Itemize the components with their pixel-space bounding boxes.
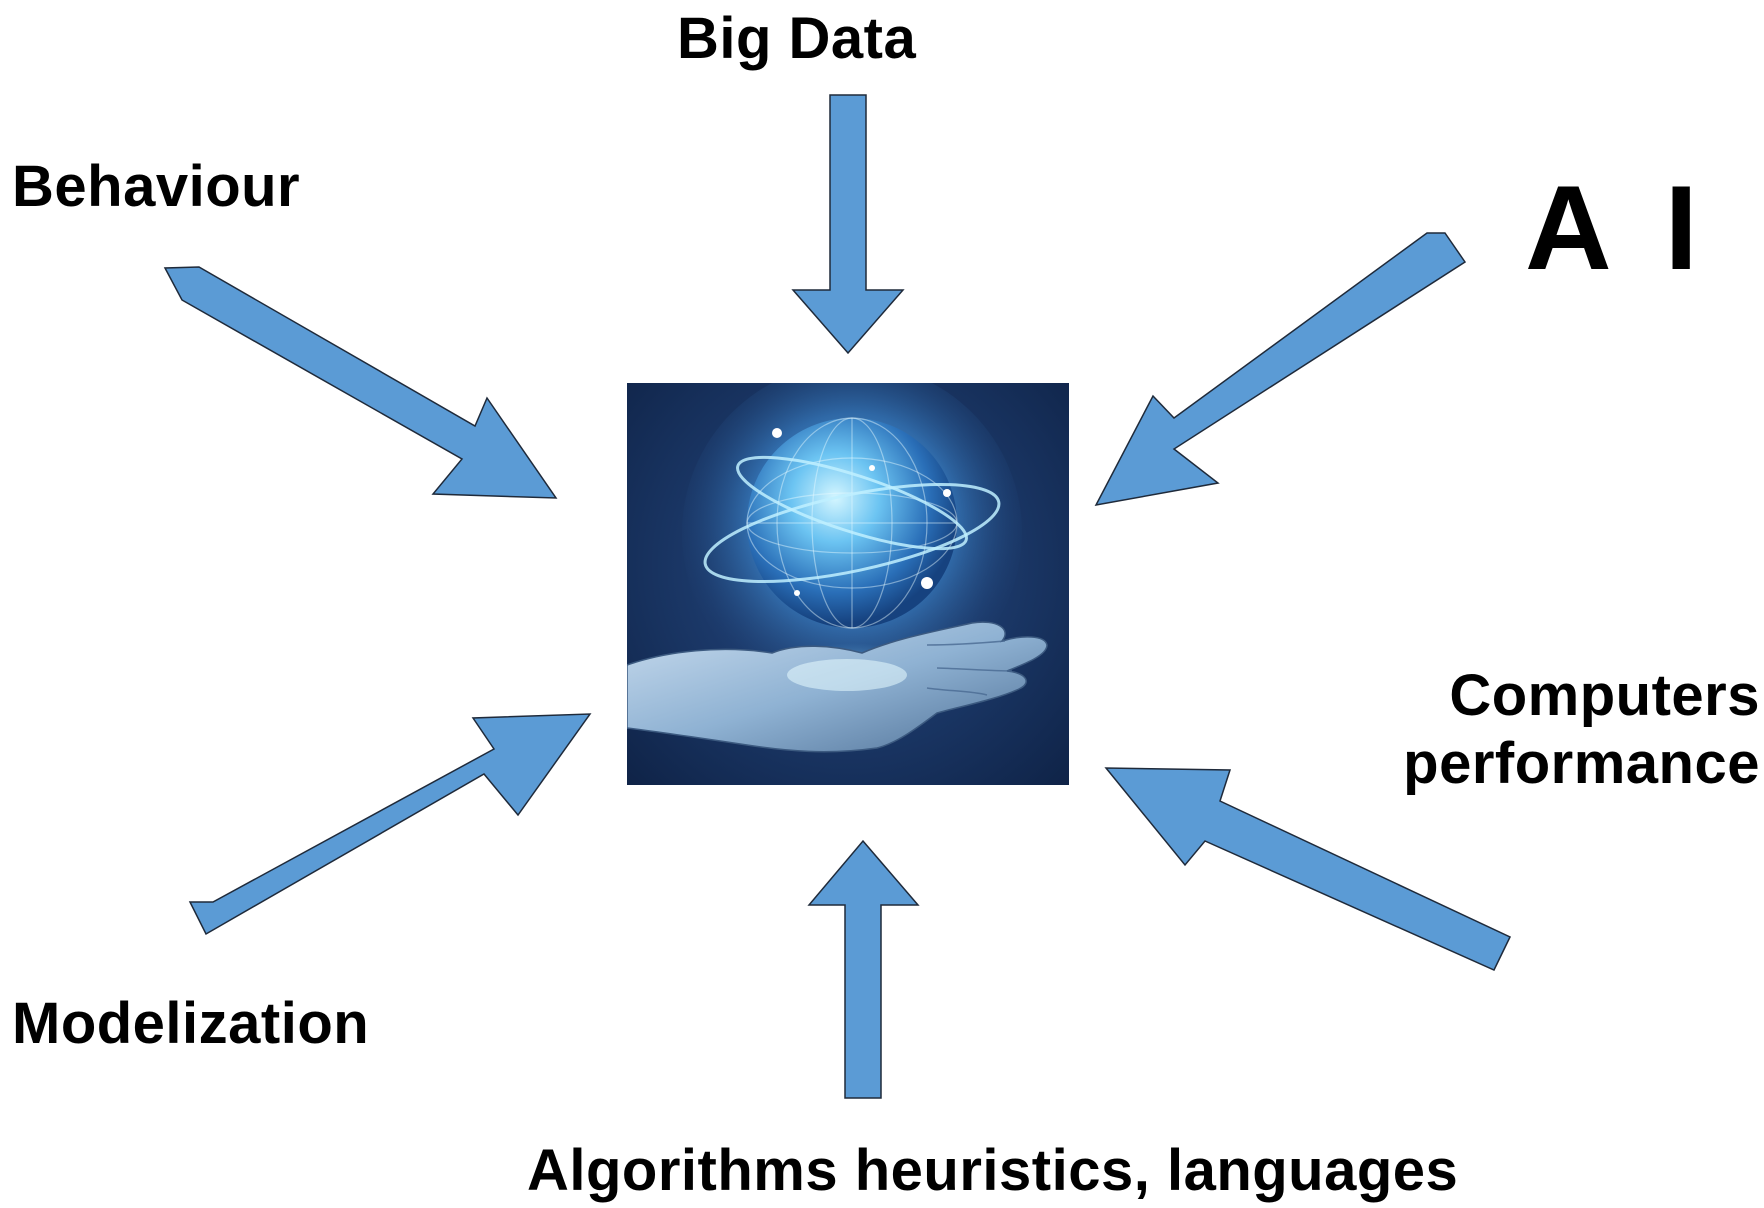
arrow-algorithms bbox=[807, 839, 920, 1099]
label-modelization: Modelization bbox=[12, 991, 370, 1056]
globe-in-hand-icon bbox=[627, 383, 1048, 753]
arrow-ai bbox=[1094, 232, 1467, 507]
globe-in-hand-image bbox=[627, 383, 1069, 785]
arrow-behaviour bbox=[163, 266, 558, 499]
label-ai: A I bbox=[1525, 161, 1710, 295]
label-behaviour: Behaviour bbox=[12, 154, 301, 219]
label-algorithms: Algorithms heuristics, languages bbox=[527, 1138, 1459, 1203]
arrow-big-data bbox=[791, 94, 905, 355]
label-computers-line1: Computers bbox=[1449, 663, 1760, 728]
arrow-modelization bbox=[188, 713, 592, 936]
arrow-computers-performance bbox=[1104, 767, 1512, 971]
label-computers-performance: Computers performance bbox=[1310, 662, 1760, 799]
label-big-data: Big Data bbox=[677, 6, 917, 71]
label-computers-line2: performance bbox=[1403, 731, 1760, 797]
